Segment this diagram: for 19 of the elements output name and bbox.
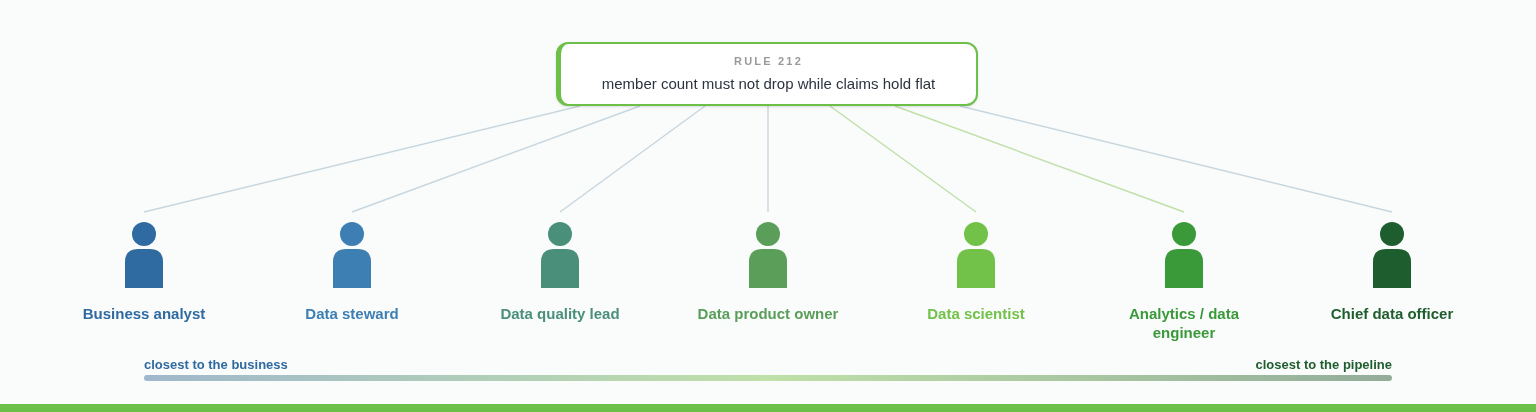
role-name: Data product owner	[696, 304, 840, 323]
connector-line	[559, 105, 706, 213]
role-name: Business analyst	[81, 304, 207, 323]
scale-end-label: closest to the pipeline	[1255, 356, 1392, 374]
rule-card	[556, 42, 978, 106]
role-name: Data quality lead	[499, 304, 621, 323]
connector-line	[894, 105, 1185, 213]
scale-end-label: closest to the business	[144, 356, 288, 374]
connector-line	[767, 105, 769, 213]
role-name: Analytics / data engineer	[1127, 304, 1240, 342]
role-name: Data steward	[304, 304, 400, 323]
connector-line	[143, 105, 581, 213]
connector-line	[829, 105, 977, 213]
role-name: Data scientist	[926, 304, 1026, 323]
connector-line	[351, 105, 641, 213]
rule-text: member count must not drop while claims hold flat	[601, 74, 936, 94]
role-name: Chief data officer	[1329, 304, 1455, 323]
connector-line	[959, 105, 1393, 213]
rule-number: RULE 212	[734, 53, 803, 69]
